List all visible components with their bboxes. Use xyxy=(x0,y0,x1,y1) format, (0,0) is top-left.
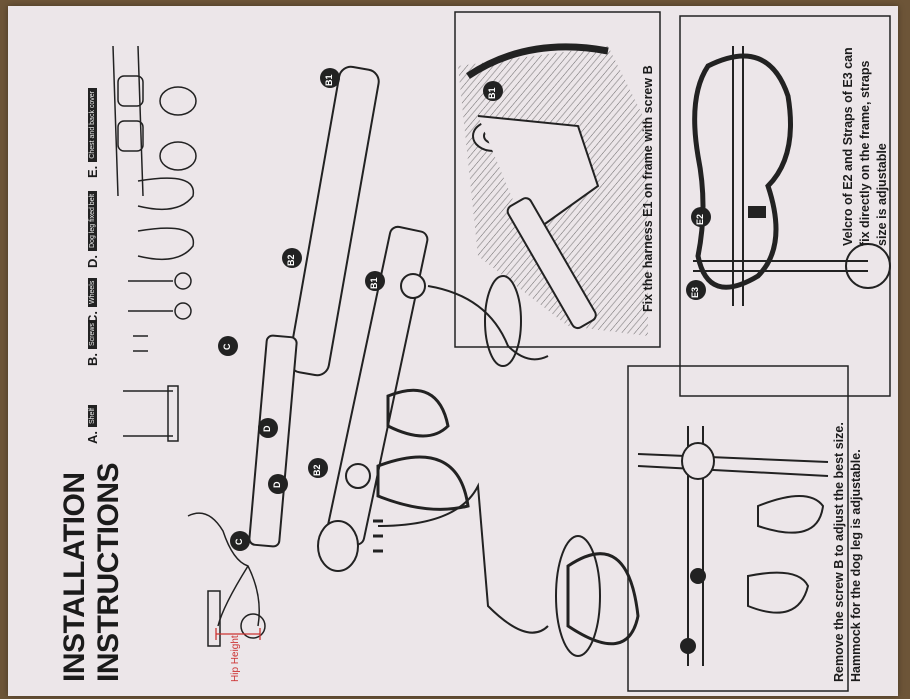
part-c: C.Wheels xyxy=(84,277,102,324)
detail-label-e3: E3 xyxy=(690,286,700,298)
marker-c-lower: C xyxy=(234,538,244,546)
part-b: B.Screws xyxy=(84,320,102,366)
hip-height-label: Hip Height xyxy=(230,635,241,682)
part-e: E.Chest and back cover xyxy=(84,88,102,178)
callout-markers xyxy=(218,68,711,551)
part-d: D.Dog leg fixed belt xyxy=(84,190,102,268)
marker-b1-lower: B1 xyxy=(369,277,379,289)
caption-adjust-screw: Remove the screw B to adjust the best si… xyxy=(832,422,863,682)
marker-c: C xyxy=(222,343,232,351)
part-a: A.Shelf xyxy=(84,405,102,444)
detail-label-b1: B1 xyxy=(487,87,497,99)
marker-d-lower: D xyxy=(272,481,282,489)
marker-b2-lower: B2 xyxy=(312,464,322,476)
title-line-2: INSTRUCTIONS xyxy=(92,463,125,682)
detail-panel-harness xyxy=(679,15,891,397)
parts-sketches xyxy=(112,45,197,442)
title-line-1: INSTALLATION xyxy=(58,472,91,682)
detail-panel-hammock xyxy=(627,365,849,692)
marker-d: D xyxy=(262,425,272,433)
detail-panel-top xyxy=(454,11,661,348)
caption-fix-harness: Fix the harness E1 on frame with screw B xyxy=(641,65,655,312)
instruction-sheet: B1 B2 C D B2 D C B1 B1 E2 E3 INSTALLATIO… xyxy=(8,6,898,696)
page-title: INSTALLATION INSTRUCTIONS xyxy=(58,463,126,682)
detail-label-e2: E2 xyxy=(695,213,705,225)
caption-velcro-straps: Velcro of E2 and Straps of E3 can fix di… xyxy=(841,47,889,246)
marker-b2: B2 xyxy=(286,254,296,266)
marker-b1: B1 xyxy=(324,74,334,86)
assembly-illustration xyxy=(112,11,891,692)
